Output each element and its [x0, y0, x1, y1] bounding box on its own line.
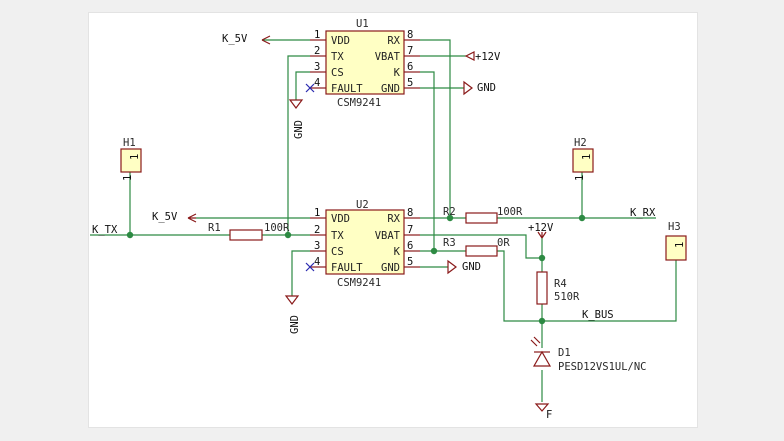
- junction-dot: [284, 231, 292, 239]
- h1-pin-num: 1: [122, 175, 134, 181]
- r4-ref: R4: [554, 278, 567, 290]
- d1-ref: D1: [558, 347, 571, 359]
- h3-pin: 1: [674, 242, 686, 248]
- u2-pin-name: FAULT: [331, 262, 363, 274]
- no-connect-icon: [305, 262, 315, 272]
- u1-pin-name: VBAT: [375, 51, 401, 63]
- u2-pin-num: 3: [314, 240, 320, 252]
- u2-pin-name: CS: [331, 246, 344, 258]
- power-label-12v: +12V: [528, 222, 554, 234]
- resistor-r1[interactable]: R1 100R: [208, 222, 290, 241]
- u2-pin-num: 7: [407, 224, 413, 236]
- u1-pin-num: 7: [407, 45, 413, 57]
- u2-pin-name: GND: [381, 262, 400, 274]
- arrow-left-icon: [187, 213, 197, 223]
- power-arrow-icon: [464, 51, 475, 61]
- u2-pin-num: 2: [314, 224, 320, 236]
- u2-pin-name: RX: [387, 213, 400, 225]
- u1-pin-name: RX: [387, 35, 400, 47]
- u1-chip[interactable]: U1 1 2 3 4 8 7 6 5 VDD TX CS FAULT RX VB…: [305, 18, 420, 109]
- u2-pin-name: K: [394, 246, 401, 258]
- u1-pin-name: VDD: [331, 35, 350, 47]
- resistor-r4[interactable]: R4 510R: [536, 271, 580, 305]
- h2-ref: H2: [574, 137, 587, 149]
- u2-pin-num: 1: [314, 207, 320, 219]
- u1-ref: U1: [356, 18, 369, 30]
- u2-value: CSM9241: [337, 277, 381, 289]
- r4-value: 510R: [554, 291, 580, 303]
- net-label-k5v: K_5V: [222, 33, 248, 45]
- r1-ref: R1: [208, 222, 221, 234]
- gnd-icon: [534, 403, 550, 412]
- arrow-left-icon: [261, 35, 271, 45]
- junction-dot: [126, 231, 134, 239]
- power-label-f: F: [546, 409, 552, 421]
- h1-pin: 1: [129, 154, 141, 160]
- junction-dot: [446, 214, 454, 222]
- u2-pin-num: 4: [314, 256, 320, 268]
- header-h2[interactable]: H2 1 1: [572, 137, 594, 181]
- gnd-icon: [447, 259, 457, 275]
- u1-pin-name: K: [394, 67, 401, 79]
- u2-pin-name: VDD: [331, 213, 350, 225]
- junction-dot: [538, 317, 546, 325]
- u2-pin-num: 5: [407, 256, 413, 268]
- power-label-gnd: GND: [462, 261, 481, 273]
- u1-pin-name: CS: [331, 67, 344, 79]
- net-label-k-rx: K_RX: [630, 207, 656, 219]
- net-label-k-bus: K_BUS: [582, 309, 614, 321]
- gnd-icon: [284, 295, 300, 305]
- u1-pin-num: 5: [407, 77, 413, 89]
- power-label-gnd: GND: [293, 120, 305, 139]
- resistor-r2[interactable]: R2 100R: [443, 206, 523, 224]
- r1-value: 100R: [264, 222, 290, 234]
- u2-pin-num: 6: [407, 240, 413, 252]
- power-label-gnd: GND: [289, 315, 301, 334]
- net-label-k-tx: K_TX: [92, 224, 118, 236]
- r3-value: 0R: [497, 237, 510, 249]
- power-label-gnd: GND: [477, 82, 496, 94]
- gnd-icon: [463, 80, 473, 96]
- u1-pin-name: FAULT: [331, 83, 363, 95]
- diode-d1[interactable]: D1 PESD12VS1UL/NC: [530, 336, 647, 373]
- u1-pin-num: 4: [314, 77, 320, 89]
- u1-pin-num: 1: [314, 29, 320, 41]
- net-label-k5v: K_5V: [152, 211, 178, 223]
- no-connect-icon: [305, 83, 315, 93]
- u1-pin-num: 6: [407, 61, 413, 73]
- r2-value: 100R: [497, 206, 523, 218]
- h2-pin-num: 1: [574, 175, 586, 181]
- u1-pin-num: 2: [314, 45, 320, 57]
- power-arrow-icon: [537, 231, 547, 239]
- d1-value: PESD12VS1UL/NC: [558, 361, 647, 373]
- h2-pin: 1: [581, 154, 593, 160]
- u2-ref: U2: [356, 199, 369, 211]
- u1-pin-name: TX: [331, 51, 344, 63]
- u1-pin-name: GND: [381, 83, 400, 95]
- junction-dot: [430, 247, 438, 255]
- u2-chip[interactable]: U2 1 2 3 4 8 7 6 5 VDD TX CS FAULT RX VB…: [305, 199, 420, 289]
- junction-dot: [578, 214, 586, 222]
- junction-dot: [538, 254, 546, 262]
- u2-pin-name: VBAT: [375, 230, 401, 242]
- r2-ref: R2: [443, 206, 456, 218]
- header-h3[interactable]: H3 1: [665, 221, 687, 261]
- u1-value: CSM9241: [337, 97, 381, 109]
- u1-pin-num: 3: [314, 61, 320, 73]
- resistor-r3[interactable]: R3 0R: [443, 237, 510, 257]
- header-h1[interactable]: H1 1 1: [120, 137, 142, 181]
- r3-ref: R3: [443, 237, 456, 249]
- u2-pin-name: TX: [331, 230, 344, 242]
- u1-pin-num: 8: [407, 29, 413, 41]
- gnd-icon: [288, 99, 304, 109]
- h1-ref: H1: [123, 137, 136, 149]
- junctions: [126, 214, 586, 325]
- power-label-12v: +12V: [475, 51, 501, 63]
- u2-pin-num: 8: [407, 207, 413, 219]
- h3-ref: H3: [668, 221, 681, 233]
